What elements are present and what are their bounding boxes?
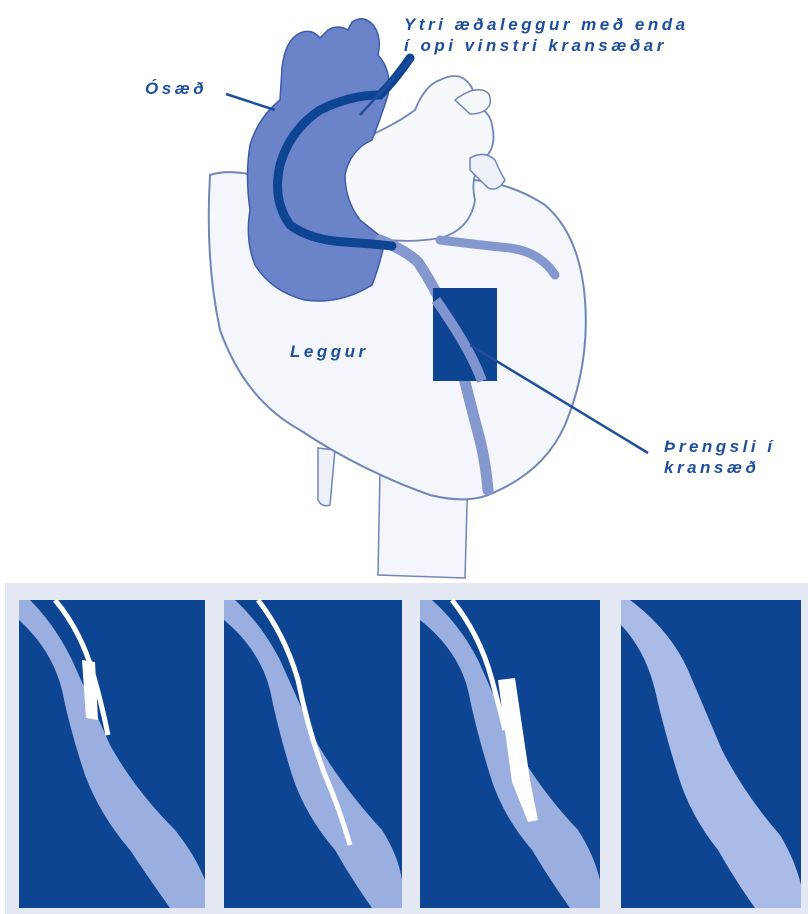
panel-1 — [19, 600, 205, 908]
panel-2 — [224, 600, 402, 908]
panel-3 — [420, 600, 600, 908]
label-stenosis: Þrengsli í kransæð — [664, 436, 776, 478]
label-catheter: Leggur — [290, 341, 369, 362]
label-aorta: Ósæð — [145, 78, 207, 99]
label-guiding-catheter-line2: í opi vinstri kransæðar — [404, 35, 689, 56]
label-stenosis-line2: kransæð — [664, 457, 776, 478]
label-stenosis-line1: Þrengsli í — [664, 436, 776, 457]
label-guiding-catheter: Ytri æðaleggur með enda í opi vinstri kr… — [404, 14, 689, 56]
label-guiding-catheter-line1: Ytri æðaleggur með enda — [404, 14, 689, 35]
panel-4 — [621, 600, 801, 908]
